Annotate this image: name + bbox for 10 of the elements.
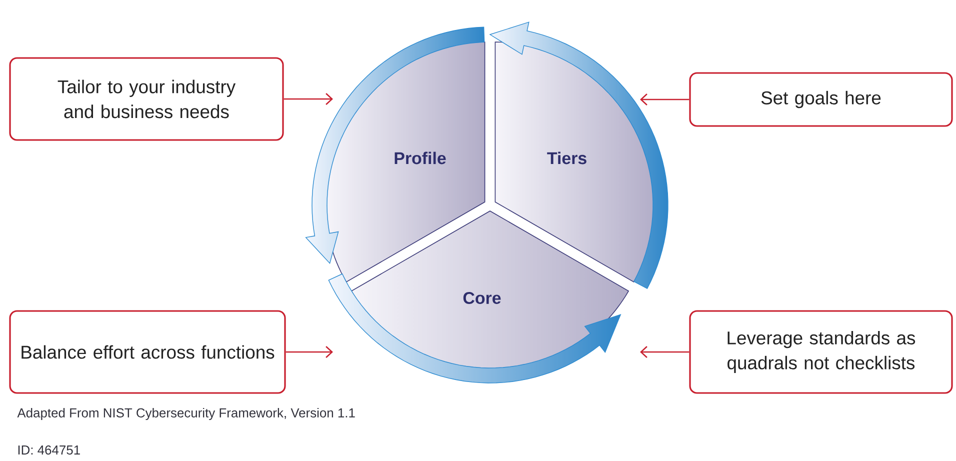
callout-box: Leverage standards as quadrals not checklists	[689, 310, 953, 394]
arrow	[640, 94, 690, 106]
callout-box: Set goals here	[689, 72, 953, 127]
callout-box: Tailor to your industry and business needs	[9, 57, 284, 141]
arrow	[284, 93, 333, 105]
source-note: ID: 464751	[18, 445, 80, 455]
arrow	[286, 346, 333, 358]
source-note: Adapted From NIST Cybersecurity Framework, Version 1.1	[17, 408, 355, 420]
arrow	[640, 346, 690, 358]
callout-box: Balance effort across functions	[9, 310, 286, 394]
